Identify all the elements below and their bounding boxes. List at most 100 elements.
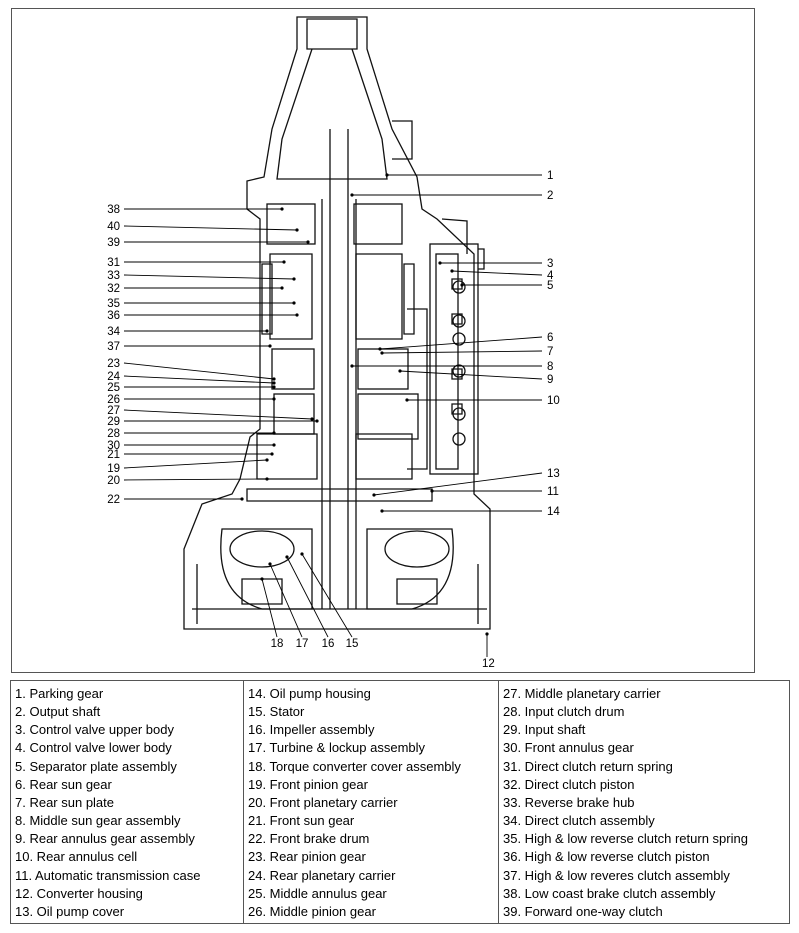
callout-number: 29 (107, 416, 120, 428)
leader-dot (485, 632, 489, 636)
leader-dot (280, 207, 284, 211)
callout-number: 7 (547, 346, 553, 358)
legend-item: 38. Low coast brake clutch assembly (503, 885, 716, 901)
leader-dot (265, 458, 269, 462)
leader-dot (450, 269, 454, 273)
legend-item: 23. Rear pinion gear (248, 849, 366, 865)
legend-item: 5. Separator plate assembly (15, 758, 177, 774)
callout-number: 2 (547, 190, 553, 202)
callout-number: 14 (547, 506, 560, 518)
callout-number: 22 (107, 494, 120, 506)
legend-item: 24. Rear planetary carrier (248, 867, 396, 883)
callout-number: 38 (107, 204, 120, 216)
callout-number: 36 (107, 310, 120, 322)
callout-number: 40 (107, 221, 120, 233)
leader-dot (430, 489, 434, 493)
legend-item: 10. Rear annulus cell (15, 849, 138, 865)
leader-dot (310, 417, 314, 421)
legend-item: 18. Torque converter cover assembly (248, 758, 461, 774)
leader-dot (272, 443, 276, 447)
leader-line (123, 459, 268, 469)
legend-item: 39. Forward one-way clutch (503, 903, 663, 919)
leader-line (379, 336, 543, 350)
leader-dot (270, 452, 274, 456)
callout-number: 1 (547, 170, 553, 182)
callout-number: 15 (346, 638, 359, 650)
callout-number: 37 (107, 341, 120, 353)
legend-item: 36. High & low reverse clutch piston (503, 849, 710, 865)
leader-dot (438, 261, 442, 265)
legend-item: 11. Automatic transmission case (15, 867, 201, 883)
leader-line (123, 409, 313, 420)
legend-item: 30. Front annulus gear (503, 740, 634, 756)
leader-dot (260, 577, 264, 581)
leader-line (261, 578, 278, 638)
legend-item: 33. Reverse brake hub (503, 794, 635, 810)
callout-number: 16 (322, 638, 335, 650)
leader-dot (378, 347, 382, 351)
leader-dot (380, 509, 384, 513)
callout-number: 3 (547, 258, 553, 270)
leader-dot (265, 329, 269, 333)
leader-line (373, 472, 543, 496)
leader-dot (272, 385, 276, 389)
leader-dot (405, 398, 409, 402)
callout-number: 9 (547, 374, 553, 386)
callout-number: 8 (547, 361, 553, 373)
callout-number: 6 (547, 332, 553, 344)
callout-number: 19 (107, 463, 120, 475)
leader-line (269, 563, 303, 638)
leader-line (123, 362, 275, 380)
legend-item: 32. Direct clutch piston (503, 776, 635, 792)
callout-number: 17 (296, 638, 309, 650)
leader-dot (265, 477, 269, 481)
leader-line (123, 375, 275, 384)
leader-line (301, 553, 353, 638)
leader-dot (306, 240, 310, 244)
legend-item: 34. Direct clutch assembly (503, 813, 655, 829)
leader-line (286, 556, 329, 638)
leader-dot (398, 369, 402, 373)
callout-number: 26 (107, 394, 120, 406)
leader-dot (300, 552, 304, 556)
legend-item: 20. Front planetary carrier (248, 794, 398, 810)
legend-item: 4. Control valve lower body (15, 740, 172, 756)
legend-item: 2. Output shaft (15, 704, 101, 720)
callout-number: 5 (547, 280, 553, 292)
callout-number: 21 (107, 449, 120, 461)
legend-item: 13. Oil pump cover (15, 903, 125, 919)
legend-item: 9. Rear annulus gear assembly (15, 831, 195, 847)
leader-dot (292, 277, 296, 281)
legend-item: 35. High & low reverse clutch return spr… (503, 831, 748, 847)
callout-number: 33 (107, 270, 120, 282)
callout-number: 13 (547, 468, 560, 480)
leader-line (381, 350, 543, 354)
legend-item: 31. Direct clutch return spring (503, 758, 673, 774)
callout-number: 34 (107, 326, 120, 338)
leader-dot (240, 497, 244, 501)
callout-number: 28 (107, 428, 120, 440)
callout-number: 35 (107, 298, 120, 310)
legend-item: 15. Stator (248, 704, 305, 720)
callout-layer: 1234567891011121314151617181920212223242… (107, 170, 560, 670)
leader-dot (282, 260, 286, 264)
legend-item: 26. Middle pinion gear (248, 903, 376, 919)
callout-number: 23 (107, 358, 120, 370)
leader-dot (350, 193, 354, 197)
legend-item: 19. Front pinion gear (248, 776, 368, 792)
callout-number: 30 (107, 440, 120, 452)
leader-dot (280, 286, 284, 290)
leader-dot (268, 344, 272, 348)
legend-item: 16. Impeller assembly (248, 722, 375, 738)
leader-dot (272, 377, 276, 381)
leader-line (123, 225, 298, 231)
callout-number: 10 (547, 395, 560, 407)
legend-item: 25. Middle annulus gear (248, 885, 387, 901)
legend-item: 14. Oil pump housing (248, 686, 371, 701)
callout-number: 12 (482, 658, 495, 670)
leader-dot (295, 228, 299, 232)
